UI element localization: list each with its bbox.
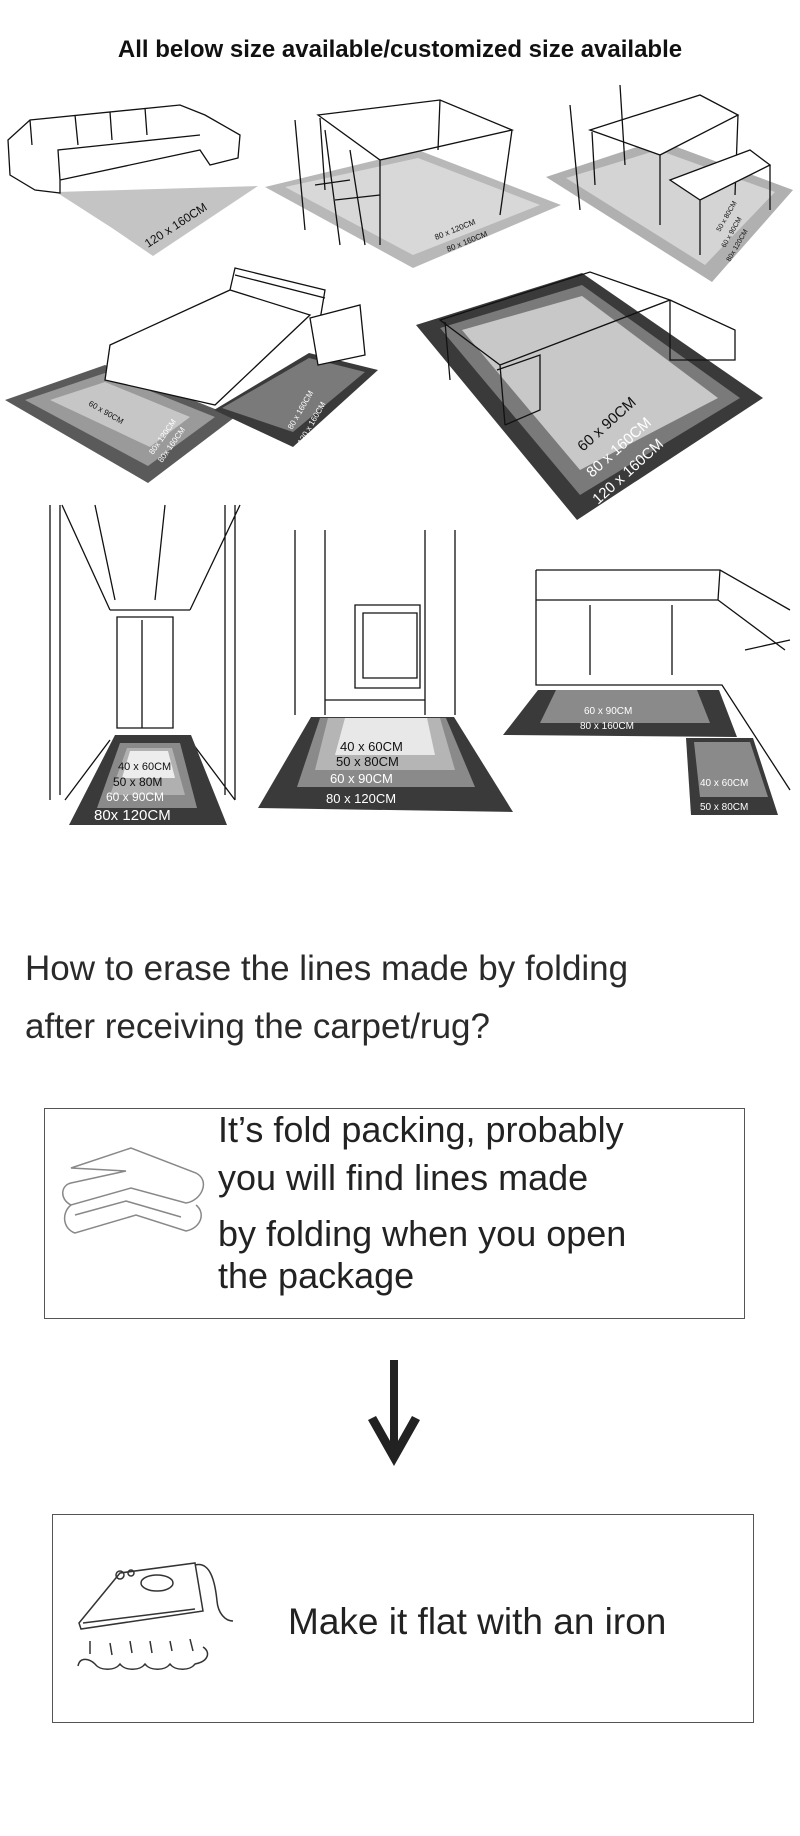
- rug-size-label: 80 x 120CM: [326, 791, 396, 806]
- chairs-icon: [294, 119, 381, 246]
- desk-icon: [438, 271, 736, 426]
- step1-text-line: the package: [218, 1255, 415, 1296]
- rug-size-label: 60 x 90CM: [330, 771, 393, 786]
- iron-step: Make it flat with an iron: [52, 1514, 754, 1723]
- rug-size-label: 40 x 60CM: [700, 778, 748, 789]
- step2-text: Make it flat with an iron: [288, 1601, 667, 1642]
- bed-scene: [5, 267, 378, 483]
- nightstand-icon: [309, 304, 366, 366]
- rug-size-label: 60 x 90CM: [106, 790, 164, 804]
- rug-size-label: 60 x 90CM: [584, 706, 632, 717]
- bed-rug-right-inner: [222, 358, 365, 432]
- entrance-icon: [294, 530, 456, 715]
- folded-rug-icon: [62, 1147, 205, 1234]
- bed-icon: [104, 267, 326, 406]
- entrance-scene: [258, 530, 513, 812]
- office-scene: [416, 271, 763, 520]
- rug-size-label: 80 x 160CM: [580, 721, 634, 732]
- dining-table-scene: [265, 99, 561, 268]
- sofa-icon: [7, 104, 241, 194]
- chair-icon: [569, 84, 626, 211]
- step1-text-line: you will find lines made: [218, 1157, 589, 1198]
- entrance-rug-core: [335, 718, 435, 755]
- iron-icon: [77, 1562, 234, 1670]
- rug-size-illustrations: 120 x 160CM 80 x 120CM 80 x 160CM 50 x 8…: [5, 84, 793, 825]
- rug-size-label: 50 x 80CM: [700, 802, 748, 813]
- kitchen-rug-long-inner: [540, 690, 710, 723]
- hallway-rug-core: [122, 751, 175, 778]
- kitchen-counter-icon: [535, 569, 791, 791]
- office-rug-inner: [462, 296, 718, 470]
- sofa-scene: [7, 104, 258, 256]
- fold-packing-step: It’s fold packing, probably you will fin…: [44, 1108, 745, 1319]
- rug-size-label: 50 x 80M: [113, 775, 162, 789]
- faq-question: How to erase the lines made by folding a…: [25, 940, 628, 1056]
- rug-size-label: 40 x 60CM: [340, 739, 403, 754]
- hallway-icon: [49, 504, 241, 801]
- faq-question-line: How to erase the lines made by folding: [25, 949, 629, 988]
- rug-size-label: 80x 120CM: [94, 807, 171, 824]
- kitchen-scene: [503, 569, 791, 815]
- arrow-down-icon: [368, 1360, 420, 1466]
- page-title: All below size available/customized size…: [117, 36, 683, 63]
- hallway-scene: [49, 504, 241, 825]
- rug-size-label: 50 x 80CM: [336, 754, 399, 769]
- bench-icon: [668, 149, 772, 255]
- dining-table-icon: [316, 99, 515, 245]
- sofa-rug: [56, 186, 258, 256]
- faq-question-line: after receiving the carpet/rug?: [25, 1007, 490, 1046]
- rug-size-label: 40 x 60CM: [118, 761, 171, 773]
- bed-rug-left-core: [50, 382, 190, 447]
- dining-rug-inner: [285, 158, 540, 255]
- table-icon: [587, 94, 740, 225]
- kitchen-rug-short-inner: [694, 742, 768, 797]
- step1-text-line: by folding when you open: [218, 1213, 627, 1254]
- dining-bench-scene: [546, 84, 793, 282]
- step1-text-line: It’s fold packing, probably: [218, 1109, 624, 1150]
